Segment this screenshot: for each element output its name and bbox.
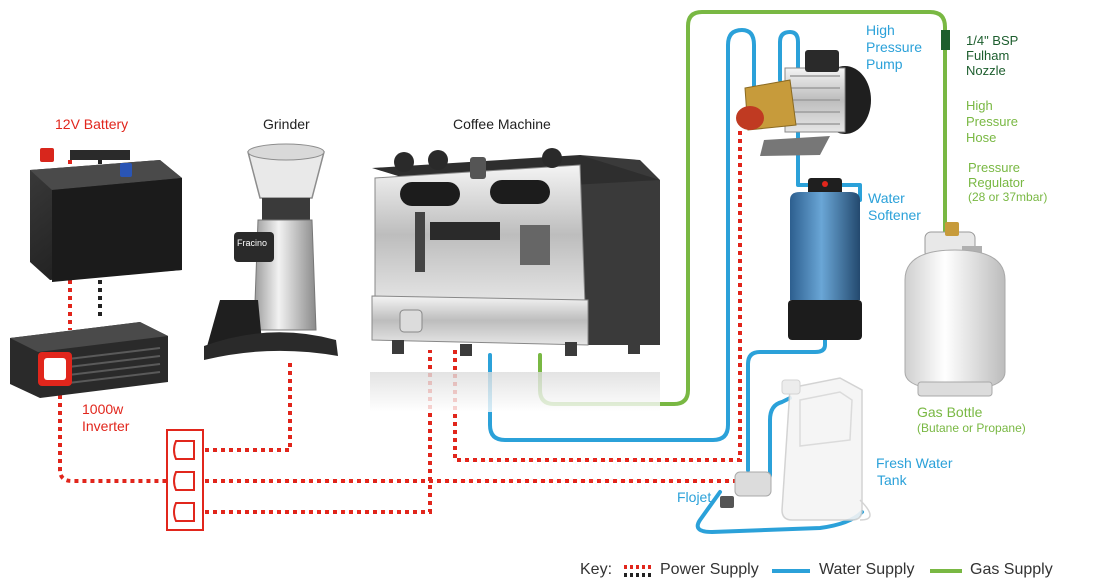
coffee-machine-label: Coffee Machine [453,116,551,132]
grinder-logo: Fracino [237,238,267,248]
key-swatches [624,565,962,577]
regulator-label: Pressure Regulator (28 or 37mbar) [968,160,1047,204]
hose-label-line: High [966,98,993,113]
softener-label-line: Softener [868,207,921,223]
grinder-illustration: Fracino [204,143,338,360]
inverter-label-line: 1000w [82,401,124,417]
battery-label: 12V Battery [55,116,129,132]
fresh-water-label: Fresh Water Tank [876,455,953,489]
hose-label: High Pressure Hose [966,98,1018,146]
key-power-label: Power Supply [660,561,759,578]
regulator-label-line: Regulator [968,175,1025,190]
coffee-machine-illustration [370,148,660,412]
pump-label: High Pressure Pump [866,22,922,73]
gas-bottle-label: Gas Bottle (Butane or Propane) [917,404,1026,435]
gas-bottle-label-line: (Butane or Propane) [917,421,1026,435]
extension-socket [166,429,204,531]
battery-illustration [30,148,182,282]
flojet-illustration [720,471,772,508]
key-water-label: Water Supply [819,561,915,578]
hose-label-line: Pressure [966,114,1019,129]
inverter-illustration [10,322,168,398]
nozzle-label: 1/4" BSP Fulham Nozzle [966,33,1018,78]
key-title: Key: [580,561,613,578]
water-softener-illustration [788,178,862,340]
fresh-water-label-line: Fresh Water [876,455,953,471]
key-gas-label: Gas Supply [970,561,1053,578]
regulator-label-line: (28 or 37mbar) [968,190,1048,204]
negative-terminal-icon [120,163,132,177]
grinder-label: Grinder [263,116,310,132]
pump-illustration [736,50,871,156]
fresh-water-label-line: Tank [877,472,907,488]
softener-label: Water Softener [868,190,921,224]
inverter-label-line: Inverter [82,418,130,434]
gas-bottle-illustration [904,222,1006,397]
fresh-water-tank-illustration [781,377,871,521]
pump-label-line: Pressure [866,39,923,55]
nozzle-label-line: Fulham [966,48,1010,63]
water-supply-lines [488,28,864,534]
inverter-label: 1000w Inverter [82,401,129,435]
flojet-label: Flojet [677,489,712,505]
nozzle-marker-icon [941,30,950,50]
nozzle-label-line: Nozzle [966,63,1006,78]
nozzle-label-line: 1/4" BSP [966,33,1019,48]
pump-label-line: High [866,22,895,38]
regulator-label-line: Pressure [968,160,1021,175]
softener-label-line: Water [868,190,905,206]
pump-label-line: Pump [866,56,903,72]
positive-terminal-icon [40,148,54,162]
hose-label-line: Hose [966,130,997,145]
gas-bottle-label-line: Gas Bottle [917,404,983,420]
